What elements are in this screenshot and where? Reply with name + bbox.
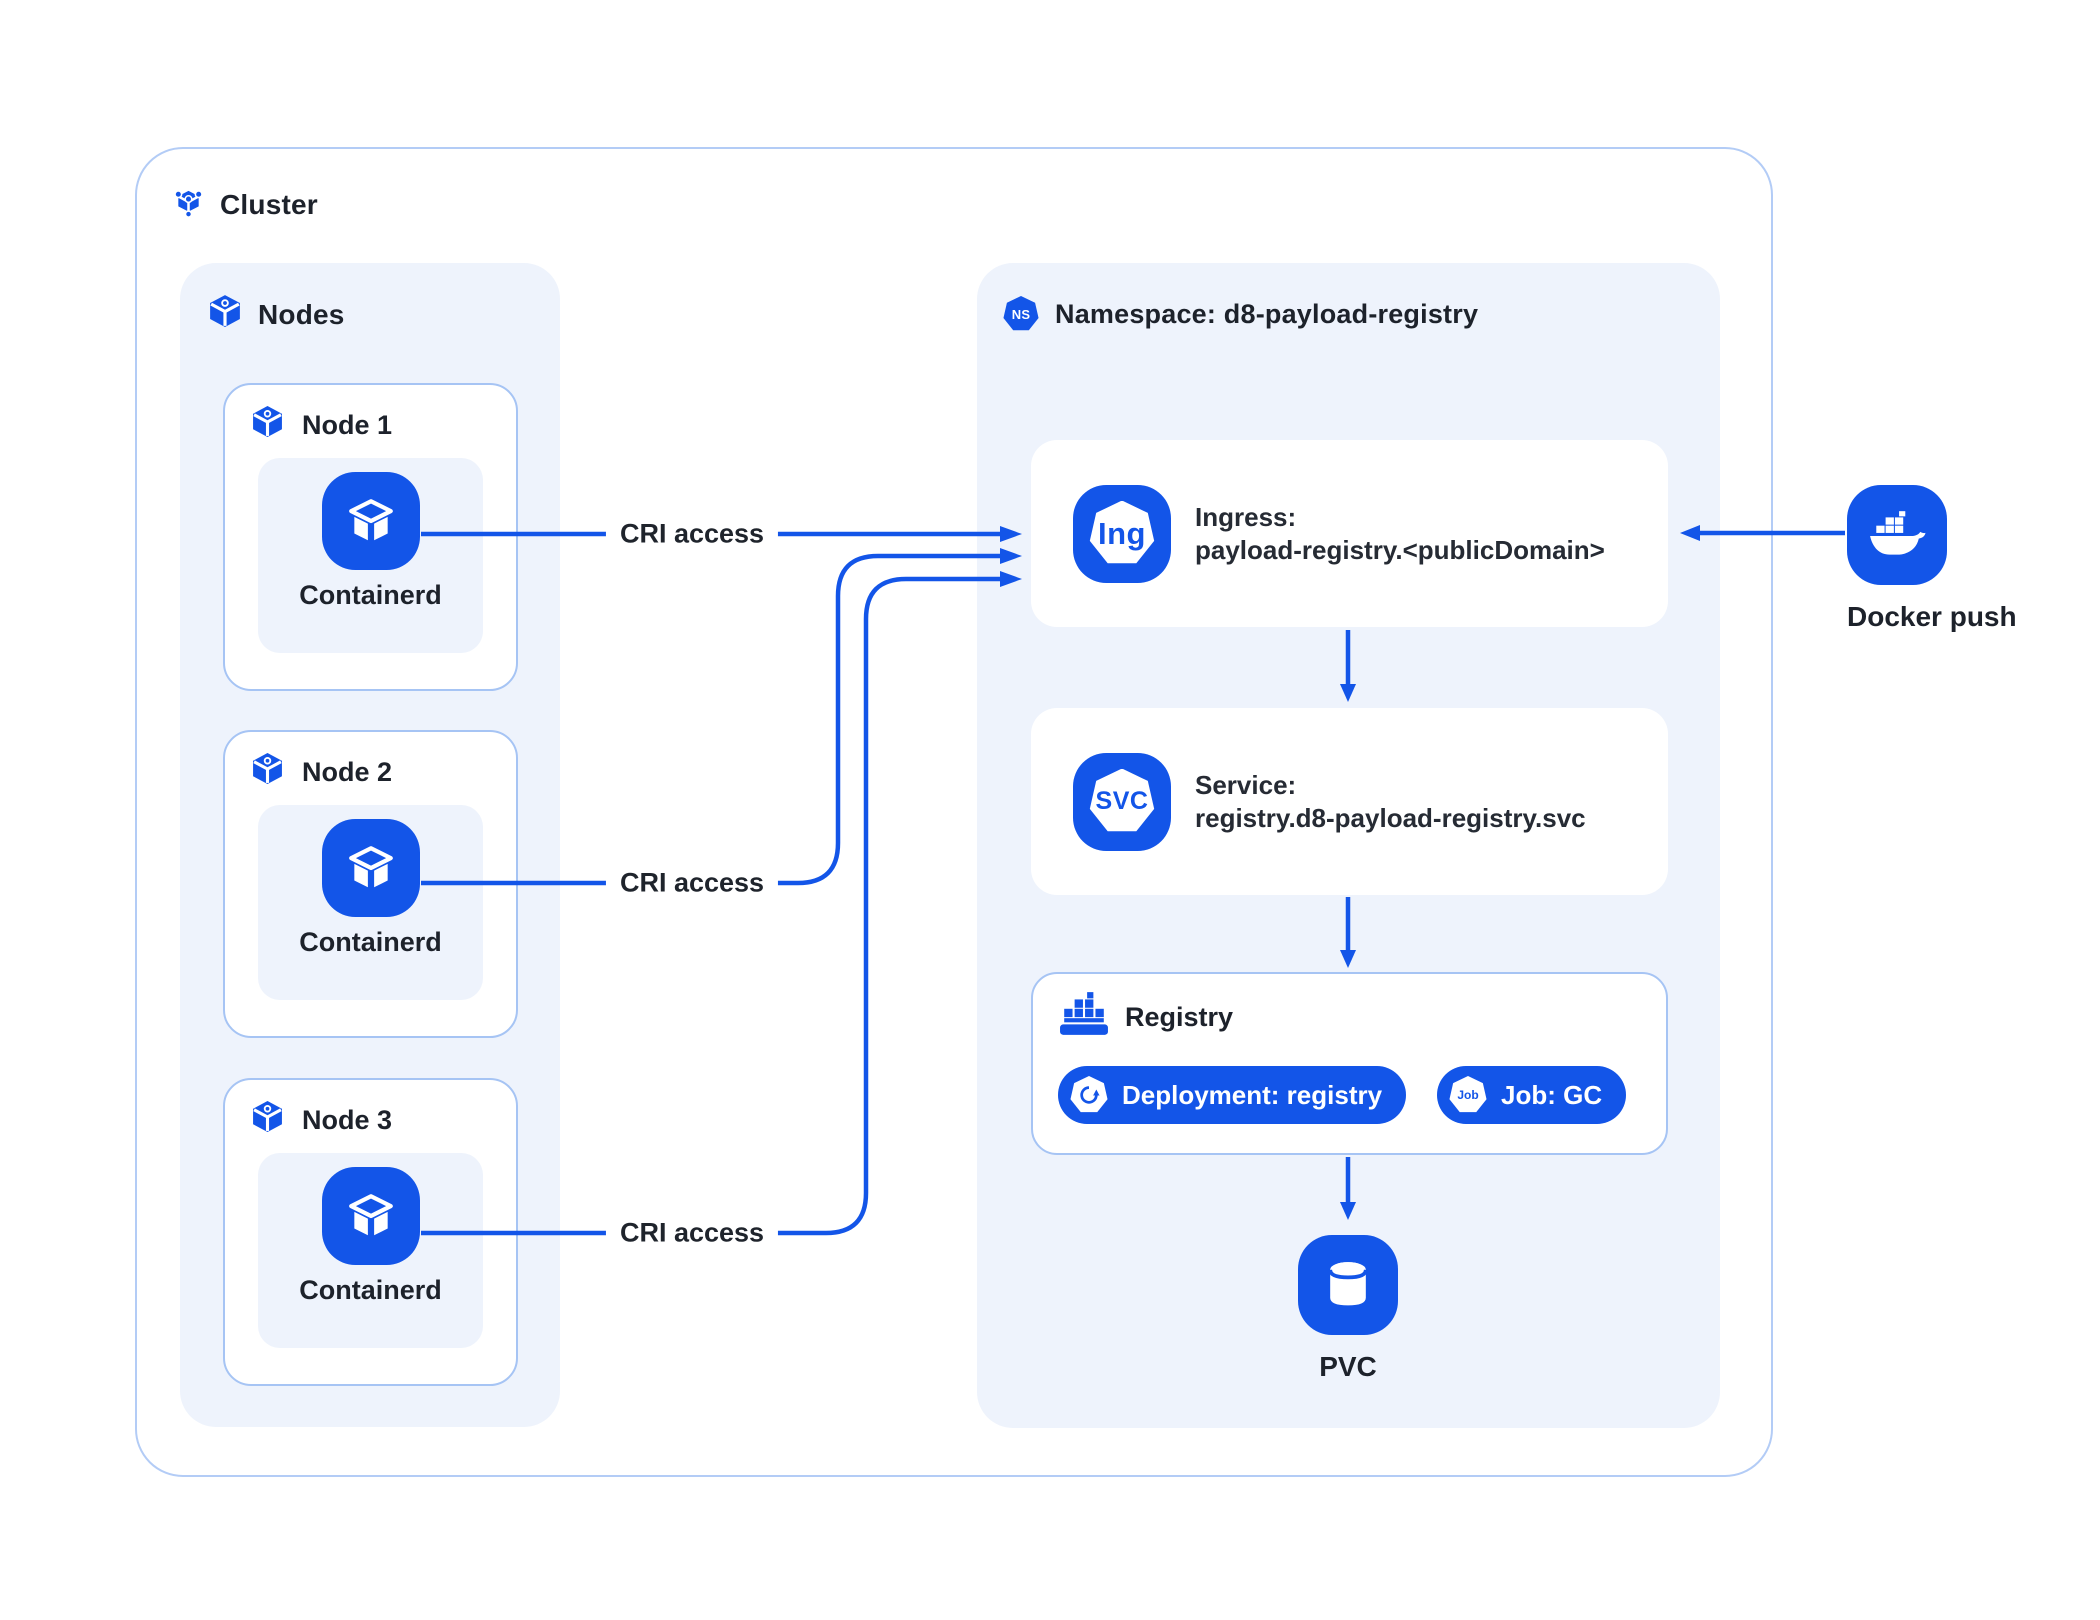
ingress-icon-label: Ing (1098, 515, 1146, 551)
containerd-box: Containerd (258, 805, 483, 1000)
node-1-label: Node 1 (302, 409, 393, 440)
containerd-box: Containerd (258, 458, 483, 653)
job-label: Job: GC (1501, 1079, 1603, 1110)
cluster-header: Cluster (173, 186, 318, 224)
ns-badge-label: NS (1011, 306, 1031, 322)
node-cube-icon (251, 752, 284, 792)
ingress-icon: Ing (1073, 484, 1171, 583)
node-cube-icon (208, 294, 242, 335)
deployment-icon (1070, 1076, 1108, 1113)
namespace-label: Namespace: d8-payload-registry (1055, 298, 1479, 329)
node-cube-icon (251, 1100, 284, 1140)
ingress-subtitle: payload-registry.<publicDomain> (1195, 534, 1605, 565)
node-3-label: Node 3 (302, 1104, 393, 1135)
service-card: SVC Service: registry.d8-payload-registr… (1031, 708, 1668, 895)
node-cube-icon (251, 405, 284, 445)
containerd-icon (321, 1167, 420, 1265)
node-2-label: Node 2 (302, 756, 393, 787)
pvc-icon (1298, 1235, 1398, 1335)
service-subtitle: registry.d8-payload-registry.svc (1195, 802, 1586, 833)
node-card-1: Node 1 Containerd (223, 383, 518, 691)
deployment-label: Deployment: registry (1122, 1079, 1383, 1110)
deployment-badge[interactable]: Deployment: registry (1058, 1066, 1407, 1124)
job-icon: Job (1449, 1076, 1487, 1113)
docker-push-block: Docker push (1847, 485, 2017, 633)
job-icon-label: Job (1457, 1088, 1479, 1102)
containerd-label: Containerd (299, 927, 442, 957)
cri-access-label-2: CRI access (605, 864, 779, 902)
namespace-icon: NS (1003, 296, 1039, 331)
cluster-box (135, 147, 1773, 1477)
node-2-header: Node 2 (251, 752, 392, 792)
registry-header: Registry (1059, 992, 1233, 1043)
nodes-header: Nodes (208, 294, 345, 335)
containerd-icon (321, 472, 420, 570)
node-3-header: Node 3 (251, 1100, 392, 1140)
cluster-icon (173, 186, 204, 224)
service-title: Service: (1195, 769, 1297, 800)
namespace-header: NS Namespace: d8-payload-registry (1003, 296, 1478, 332)
registry-card: Registry Deployment: registry Job Job: G… (1031, 972, 1668, 1155)
cluster-label: Cluster (220, 189, 318, 220)
job-badge[interactable]: Job Job: GC (1437, 1066, 1627, 1124)
cri-access-label-3: CRI access (605, 1214, 779, 1252)
registry-label: Registry (1125, 1002, 1234, 1032)
containerd-label: Containerd (299, 1275, 442, 1305)
node-card-2: Node 2 Containerd (223, 730, 518, 1038)
pvc-block: PVC (1298, 1235, 1398, 1383)
pvc-label: PVC (1319, 1351, 1377, 1382)
node-card-3: Node 3 Containerd (223, 1078, 518, 1386)
docker-push-label: Docker push (1847, 601, 2017, 632)
ingress-title: Ingress: (1195, 501, 1297, 532)
service-icon: SVC (1073, 752, 1171, 851)
ingress-card: Ing Ingress: payload-registry.<publicDom… (1031, 440, 1668, 627)
containerd-box: Containerd (258, 1153, 483, 1348)
service-icon-label: SVC (1095, 787, 1149, 815)
nodes-label: Nodes (258, 298, 345, 330)
containerd-label: Containerd (299, 580, 442, 610)
docker-icon (1847, 485, 1947, 585)
containerd-icon (321, 819, 420, 917)
cri-access-label-1: CRI access (605, 515, 779, 553)
node-1-header: Node 1 (251, 405, 392, 445)
registry-ship-icon (1059, 992, 1109, 1043)
